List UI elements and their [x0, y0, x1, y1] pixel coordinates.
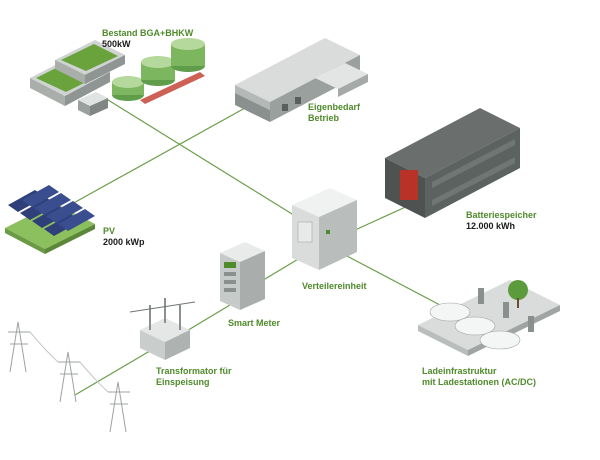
label-bga: Bestand BGA+BHKW 500kW — [102, 28, 193, 50]
line-eigenbedarf-pv — [69, 107, 246, 206]
biogas-plant-illustration — [30, 38, 205, 116]
line-verteiler-batterie — [354, 204, 411, 231]
smart-meter-title: Smart Meter — [228, 318, 281, 328]
ladeinfrastruktur-value: mit Ladestationen (AC/DC) — [422, 377, 537, 387]
eigenbedarf-value: Betrieb — [308, 113, 340, 123]
building-illustration — [235, 38, 368, 122]
batterie-title: Batteriespeicher — [466, 210, 537, 220]
bga-value: 500kW — [102, 39, 131, 49]
label-batterie: Batteriespeicher 12.000 kWh — [466, 210, 537, 232]
charging-park-illustration — [418, 280, 560, 356]
transformator-title: Transformator für — [156, 366, 232, 376]
smart-meter-illustration — [220, 242, 265, 310]
pv-title: PV — [103, 226, 116, 236]
label-transformator: Transformator für Einspeisung — [156, 366, 232, 388]
transformer-illustration — [129, 298, 196, 360]
eigenbedarf-title: Eigenbedarf — [308, 102, 361, 112]
connection-lines — [69, 94, 441, 396]
ladeinfrastruktur-title: Ladeinfrastruktur — [422, 366, 497, 376]
battery-container-illustration — [385, 108, 520, 218]
batterie-value: 12.000 kWh — [466, 221, 516, 231]
label-smart-meter: Smart Meter — [228, 318, 280, 329]
line-transformator-grid — [74, 344, 161, 396]
bga-title: Bestand BGA+BHKW — [102, 28, 194, 38]
label-ladeinfrastruktur: Ladeinfrastruktur mit Ladestationen (AC/… — [422, 366, 536, 388]
transformator-value: Einspeisung — [156, 377, 210, 387]
line-verteiler-ladeinfra — [344, 254, 441, 306]
power-pylons-illustration — [8, 321, 130, 433]
verteiler-title: Verteilereinheit — [302, 281, 367, 291]
label-eigenbedarf: Eigenbedarf Betrieb — [308, 102, 360, 124]
pv-value: 2000 kWp — [103, 237, 145, 247]
distribution-unit-illustration — [292, 188, 357, 270]
label-pv: PV 2000 kWp — [103, 226, 145, 248]
pv-field-illustration — [5, 185, 95, 254]
label-verteiler: Verteilereinheit — [302, 281, 367, 292]
line-bga-verteiler — [99, 94, 306, 223]
